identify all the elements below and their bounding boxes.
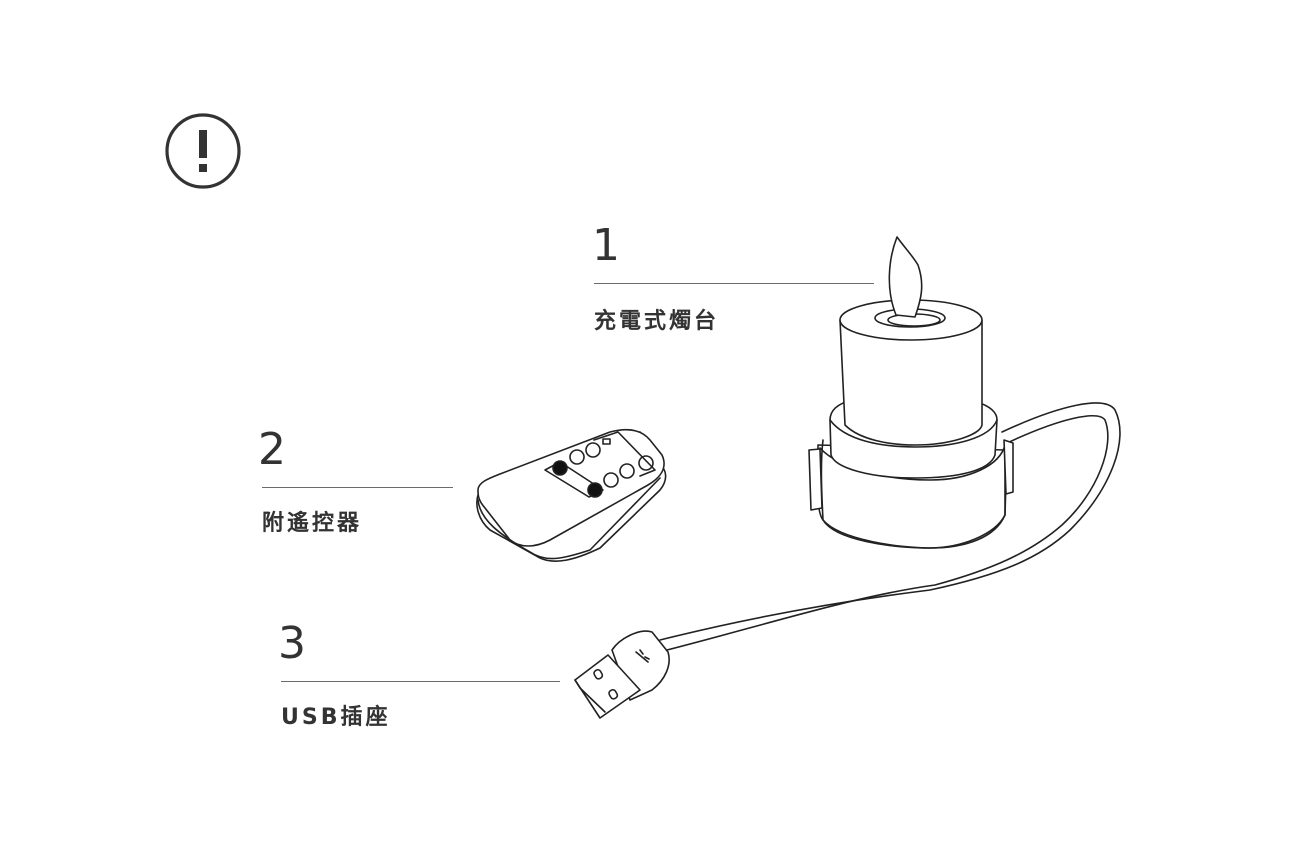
remote-control-illustration [476, 428, 667, 562]
usb-plug-illustration [574, 630, 670, 719]
candle-illustration [808, 236, 1014, 549]
exclamation-circle-icon [165, 113, 241, 189]
item-2-label: 附遙控器 [262, 511, 363, 536]
item-3-number: 3 [278, 618, 306, 669]
item-2-number: 2 [258, 424, 286, 475]
item-3-label: USB插座 [281, 705, 391, 730]
item-2-divider [262, 487, 453, 488]
item-1-number: 1 [592, 220, 620, 271]
item-1-label: 充電式燭台 [594, 309, 720, 334]
item-1-divider [594, 283, 874, 284]
usb-cable-illustration [659, 402, 1121, 651]
item-3-divider [281, 681, 560, 682]
